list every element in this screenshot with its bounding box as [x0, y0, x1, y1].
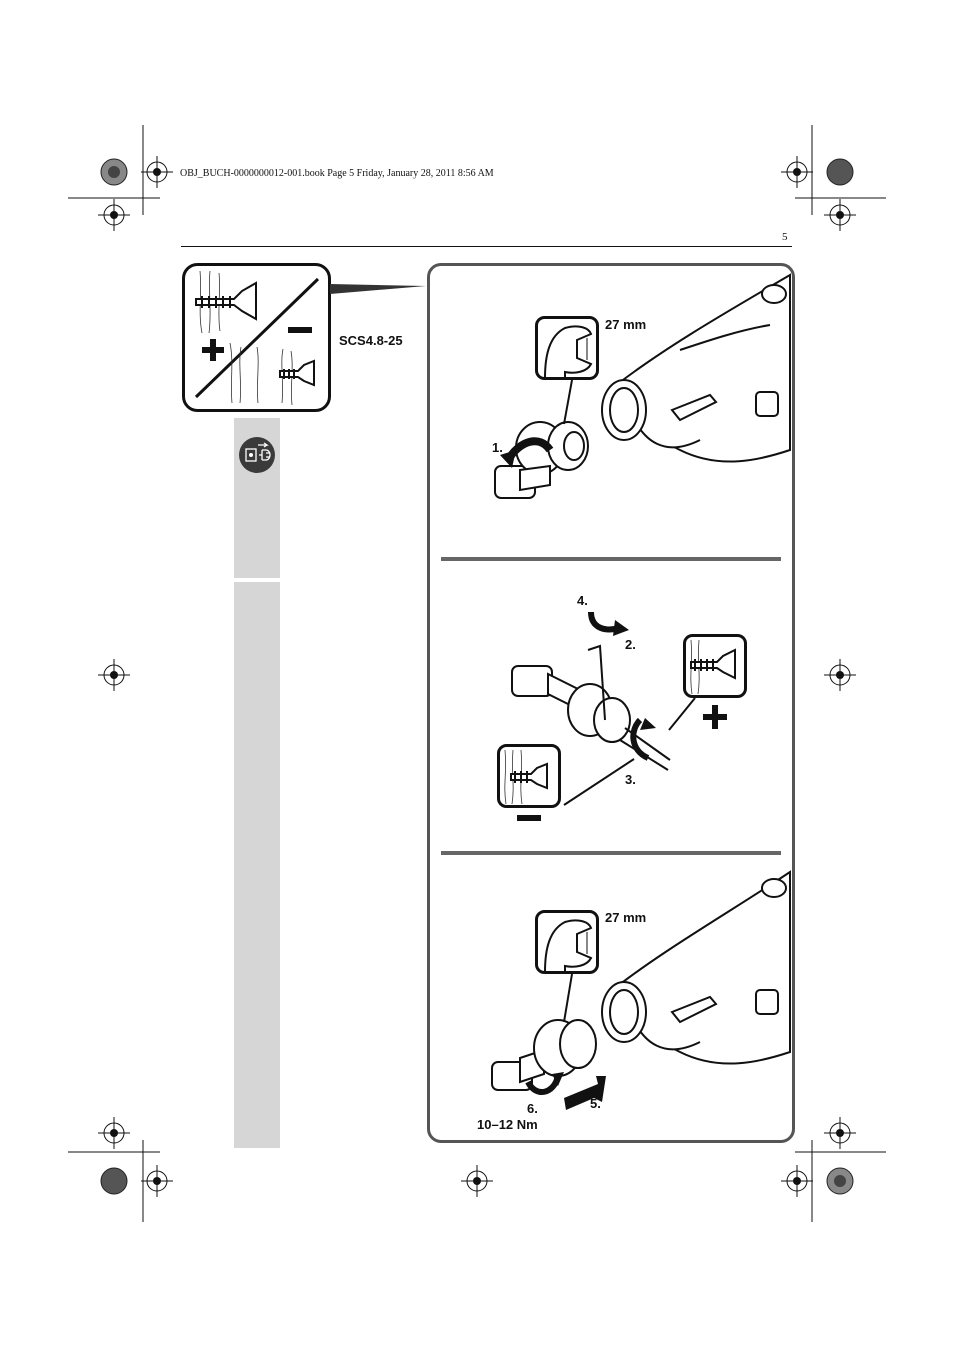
wrench-icon-2 [535, 910, 599, 979]
header-rule [181, 246, 792, 247]
wrench-icon [535, 316, 599, 385]
step-2-label: 2. [625, 637, 636, 652]
step-illustration-install-chuck [491, 870, 791, 1110]
step-4-label: 4. [577, 593, 588, 608]
wrench-size-2: 27 mm [605, 910, 647, 925]
screw-depth-legend [182, 263, 332, 418]
screw-plus-shape [195, 281, 257, 321]
screw-depth-minus-icon [497, 744, 561, 813]
chuck-part-install [491, 1019, 597, 1091]
target-dots [110, 168, 844, 1185]
header-file-info: OBJ_BUCH-0000000012-001.book Page 5 Frid… [180, 168, 494, 179]
panel-divider-1 [441, 557, 781, 561]
panel-divider-2 [441, 851, 781, 855]
legend-pointer [330, 284, 426, 294]
step-illustration-adjust-depth [511, 644, 671, 771]
step-5-label: 5. [590, 1096, 601, 1111]
minus-sign-icon [517, 815, 541, 821]
screw-depth-plus-icon [683, 634, 747, 703]
step-illustration-remove-chuck [494, 273, 791, 499]
plus-sign-v [210, 339, 216, 361]
step-1-label: 1. [492, 440, 503, 455]
minus-pointer [563, 758, 635, 806]
screw-minus-shape [279, 359, 315, 387]
plus-pointer [668, 697, 696, 731]
wrench-pointer-1 [563, 379, 573, 425]
step-3-label: 3. [625, 772, 636, 787]
model-label: SCS4.8-25 [339, 333, 403, 348]
plus-sign-icon [703, 705, 727, 734]
chuck-part [494, 421, 589, 499]
push-arrow [564, 1076, 606, 1110]
minus-sign [288, 327, 312, 333]
step-6-label: 6. [527, 1101, 538, 1116]
rotate-arrow-top [588, 611, 629, 636]
torque-label: 10–12 Nm [477, 1117, 538, 1132]
wrench-pointer-2 [563, 973, 573, 1023]
sidebar-gap [234, 579, 280, 582]
unplug-icon [238, 436, 276, 479]
page-number: 5 [782, 231, 788, 243]
sidebar-block-bottom [234, 582, 280, 1148]
wrench-size-1: 27 mm [605, 317, 647, 332]
color-wheel [100, 158, 854, 1195]
